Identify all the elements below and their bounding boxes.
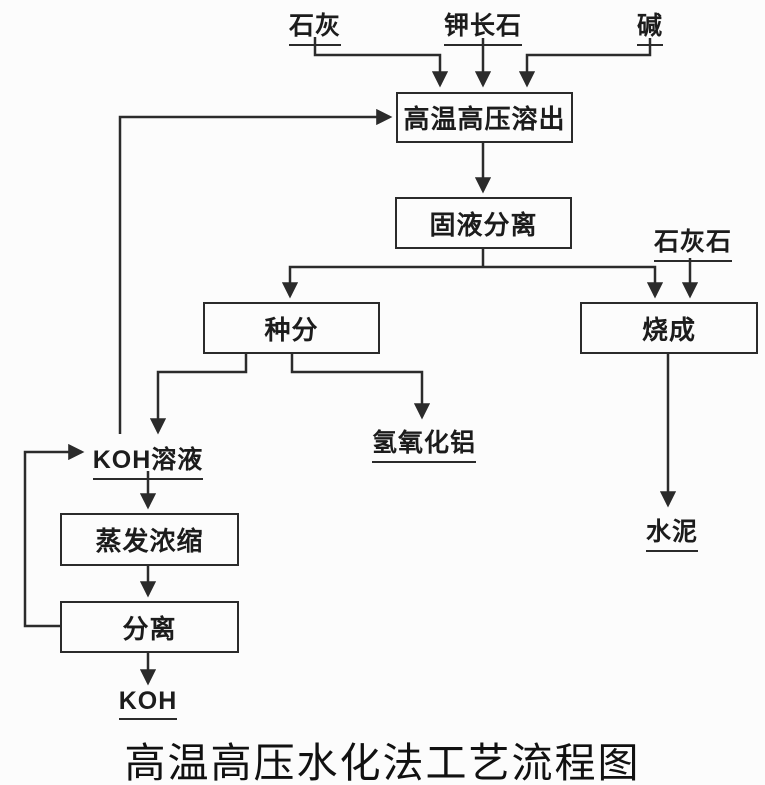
edge-solid-liquid-to-seed-precipitation: [281, 265, 483, 299]
edge-alkali-to-dissolution: [518, 38, 652, 88]
label-koh-solution: KOH溶液: [88, 440, 208, 480]
label-alkali: 碱: [615, 6, 685, 46]
edge-solid-liquid-to-calcination: [483, 265, 664, 299]
edge-lime-to-dissolution: [313, 37, 449, 88]
label-koh: KOH: [103, 687, 193, 720]
label-potassium-feldspar: 钾长石: [423, 6, 543, 46]
label-lime: 石灰: [265, 6, 365, 46]
box-seed-precipitation: 种分: [203, 302, 380, 354]
box-dissolution: 高温高压溶出: [396, 92, 573, 143]
diagram-title: 高温高压水化法工艺流程图: [124, 740, 641, 785]
box-calcination: 烧成: [580, 302, 758, 354]
edge-separation-recycle-to-koh-solution: [23, 443, 85, 628]
box-evaporation-concentration: 蒸发浓缩: [60, 513, 239, 566]
label-cement: 水泥: [632, 512, 712, 552]
edge-seed-precipitation-to-aluminum-hydroxide: [290, 354, 431, 420]
edge-seed-precipitation-to-koh-solution: [149, 354, 248, 435]
label-aluminum-hydroxide: 氢氧化铝: [359, 423, 489, 463]
box-solid-liquid-separation: 固液分离: [395, 197, 572, 249]
edge-koh-solution-recycle-to-dissolution: [118, 108, 393, 434]
box-separation: 分离: [60, 601, 239, 653]
label-limestone: 石灰石: [643, 222, 743, 262]
